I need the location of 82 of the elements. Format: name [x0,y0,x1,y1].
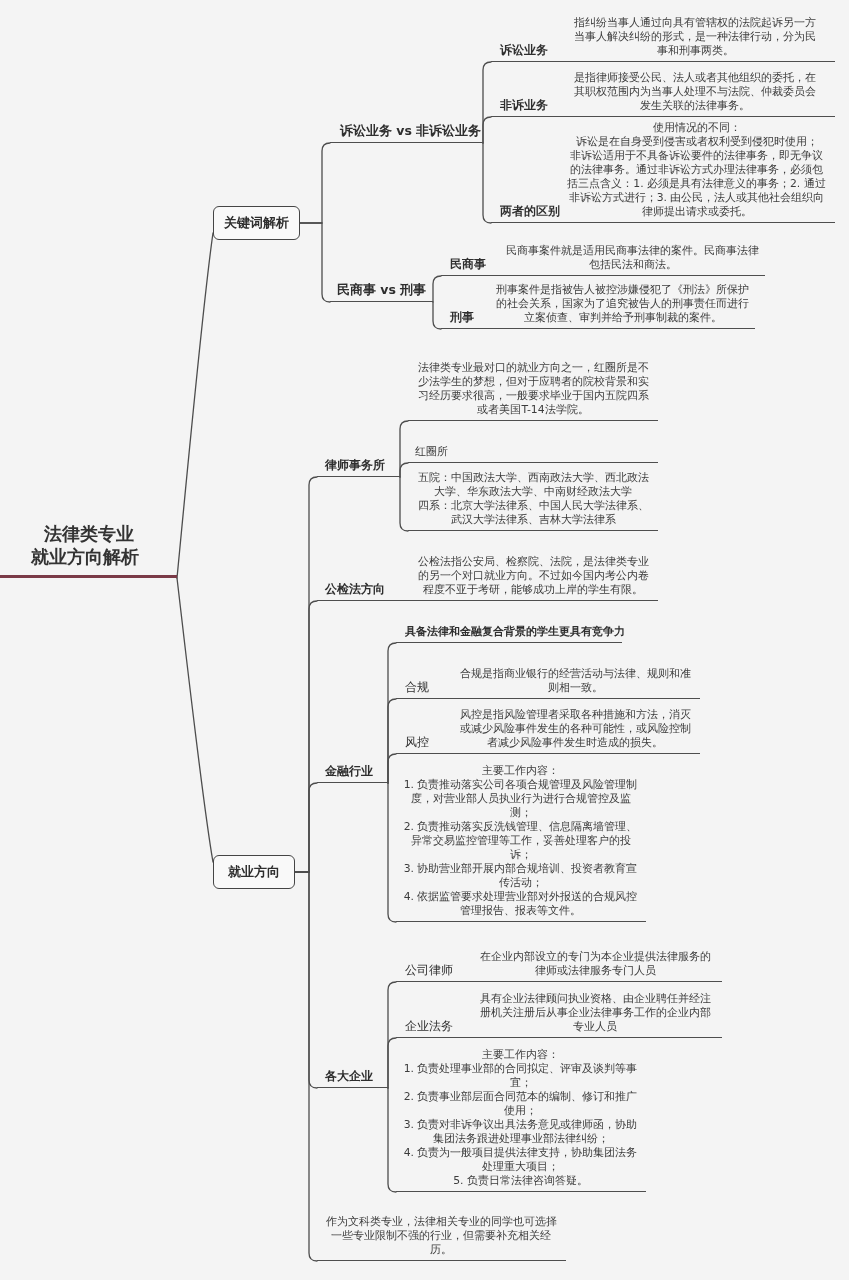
description-text: 5. 负责日常法律咨询答疑。 [452,1174,589,1188]
underlined-topic [396,708,700,754]
connector-line [432,275,442,303]
underlined-topic [441,244,765,276]
description-text: 3. 负责对非诉争议出具法务意见或律师函，协助集团法务跟进处理事业部法律纠纷； [402,1118,639,1146]
description-text: 诉讼是在自身受到侵害或者权利受到侵犯时使用； [574,135,819,149]
topic-label: 公司律师 [405,962,453,978]
underlined-topic [330,123,483,143]
underlined-topic [408,471,658,531]
connector-line [387,753,397,784]
topic-label: 就业方向 [228,863,280,881]
description-text: 主要工作内容： [481,1048,560,1062]
description-text: 主要工作内容： [481,764,560,778]
connector-line [176,577,214,863]
description-text: 红圈所 [415,445,449,459]
description-text: 公检法指公安局、检察院、法院，是法律类专业的另一个对口就业方向。不过如今国内考公内卷程度不亚于考研，能够成功上岸的学生有限。 [416,555,650,597]
underlined-topic [396,992,722,1038]
connector-line [399,462,409,478]
topic-label: 民商事 [450,256,486,272]
description-text: 是指律师接受公民、法人或者其他组织的委托，在其职权范围内为当事人处理不与法院、仲裁委员会发生关联的法律事务。 [573,71,817,113]
underlined-topic [317,457,400,477]
connector-line [387,1087,397,1193]
description-text: 指纠纷当事人通过向具有管辖权的法院起诉另一方当事人解决纠纷的形式，是一种法律行动，分为民事和刑事两类。 [573,16,817,58]
underlined-topic [396,625,622,643]
topic-label: 关键词解析 [224,214,289,232]
topic-label: 两者的区别 [500,203,560,219]
topic-box [213,855,295,889]
connector-line [399,476,409,532]
description-text: 作为文科类专业，法律相关专业的同学也可选择一些专业限制不强的行业，但需要补充相关经历。 [324,1215,558,1257]
underlined-topic [317,555,658,601]
underlined-topic [491,121,835,223]
description-text: 使用情况的不同： [651,121,742,135]
underlined-topic [441,283,755,329]
description-text: 1. 负责推动落实公司各项合规管理及风险管理制度，对营业部人员执业行为进行合规管控及监测； [402,778,639,820]
description-text: 五院：中国政法大学、西南政法大学、西北政法大学、华东政法大学、中南财经政法大学 [416,471,650,499]
underlined-topic [491,16,835,62]
description-text: 刑事案件是指被告人被控涉嫌侵犯了《刑法》所保护的社会关系，国家为了追究被告人的刑事责任而进行立案侦查、审判并给予刑事制裁的案件。 [495,283,750,325]
connector-line [432,301,442,330]
underlined-topic [317,1068,388,1088]
topic-label: 诉讼业务 [500,42,548,58]
underlined-topic [408,445,658,463]
underlined-topic [330,282,433,302]
description-text: 具有企业法律顾问执业资格、由企业聘任并经注册机关注册后从事企业法律事务工作的企业内部专业人员 [478,992,712,1034]
underlined-topic [396,950,722,982]
topic-label: 金融行业 [325,763,373,779]
description-text: 风控是指风险管理者采取各种措施和方法，消灭或减少风险事件发生的各种可能性，或风险控制者减少风险事件发生时造成的损失。 [458,708,692,750]
topic-label: 风控 [405,734,429,750]
underlined-topic [396,764,646,922]
topic-label: 民商事 vs 刑事 [337,282,427,298]
central-topic-title: 法律类专业就业方向解析 [30,522,139,568]
description-text: 合规是指商业银行的经营活动与法律、规则和准则相一致。 [458,667,692,695]
underlined-topic [396,1048,646,1192]
topic-label: 合规 [405,679,429,695]
underlined-topic [396,667,700,699]
connector-line [299,222,331,303]
description-text: 1. 负责处理事业部的合同拟定、评审及谈判等事宜； [402,1062,639,1090]
topic-label: 非诉业务 [500,97,548,113]
topic-label: 企业法务 [405,1018,453,1034]
description-text: 民商事案件就是适用民商事法律的案件。民商事法律包括民法和商法。 [505,244,760,272]
topic-label: 律师事务所 [325,457,385,473]
topic-label: 公检法方向 [325,581,385,597]
description-text: 具备法律和金融复合背景的学生更具有竞争力 [405,625,625,639]
connector-line [482,116,492,144]
underlined-topic [317,763,388,783]
description-text: 非诉讼适用于不具备诉讼要件的法律事务，即无争议的法律事务。通过非诉讼方式办理法律事务，必须包括三点含义：1. 必须是具有法律意义的事务；2. 通过非诉讼方式进行；3. 由公民，法人或其他社会组织向律师提出请求或委托。 [567,149,826,219]
description-text: 3. 协助营业部开展内部合规培训、投资者教育宣传活动； [402,862,639,890]
central-topic [0,522,177,578]
connector-line [482,142,492,224]
underlined-topic [491,71,835,117]
description-text: 2. 负责事业部层面合同范本的编制、修订和推广使用； [402,1090,639,1118]
description-text: 4. 负责为一般项目提供法律支持，协助集团法务处理重大项目； [402,1146,639,1174]
topic-label: 各大企业 [325,1068,373,1084]
topic-label: 诉讼业务 vs 非诉讼业务 [340,123,482,139]
topic-box [213,206,300,240]
description-text: 2. 负责推动落实反洗钱管理、信息隔离墙管理、异常交易监控管理等工作，妥善处理客户的投诉； [402,820,639,862]
topic-label: 刑事 [450,309,474,325]
description-text: 4. 依据监管要求处理营业部对外报送的合规风控管理报告、报表等文件。 [402,890,639,918]
description-text: 在企业内部设立的专门为本企业提供法律服务的律师或法律服务专门人员 [478,950,712,978]
connector-line [387,782,397,923]
connector-line [387,1037,397,1089]
description-text: 四系：北京大学法律系、中国人民大学法律系、武汉大学法律系、吉林大学法律系 [416,499,650,527]
description-text: 法律类专业最对口的就业方向之一，红圈所是不少法学生的梦想，但对于应聘者的院校背景和实习经历要求很高，一般要求毕业于国内五院四系或者美国T-14法学院。 [416,361,650,417]
